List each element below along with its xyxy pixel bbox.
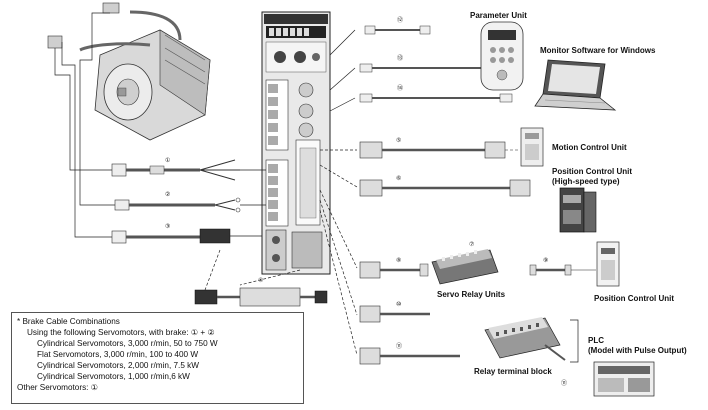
label-plc-model: (Model with Pulse Output)	[588, 346, 687, 355]
driver-display	[269, 28, 309, 36]
label-high-speed-type: (High-speed type)	[552, 177, 620, 186]
cable-2: ②	[114, 191, 241, 213]
cable-6: ⑥	[359, 175, 531, 197]
relay-terminal-block-number: ⑪	[561, 379, 567, 387]
label-parameter-unit: Parameter Unit	[470, 11, 527, 20]
label-plc: PLC	[588, 336, 604, 345]
relay-terminal-block	[484, 317, 566, 361]
cable-12-number: ⑫	[397, 16, 403, 24]
label-position-control-unit: Position Control Unit	[594, 294, 674, 303]
note-line-6: Other Servomotors: ①	[17, 383, 99, 392]
servomotor	[47, 2, 211, 141]
parameter-unit	[480, 21, 524, 91]
cable-4-number: ④	[258, 277, 263, 284]
cable-11-number: ⑪	[396, 342, 402, 350]
driver-ports	[265, 82, 323, 271]
cable-9: ⑨	[529, 257, 596, 276]
cable-2-number: ②	[165, 191, 170, 198]
position-control-unit	[596, 241, 620, 287]
label-motion-control-unit: Motion Control Unit	[552, 143, 627, 152]
driver-connections	[240, 29, 356, 206]
label-position-control-unit-hs: Position Control Unit	[552, 167, 632, 176]
note-line-1: Using the following Servomotors, with br…	[27, 328, 215, 337]
note-line-2: Cylindrical Servomotors, 3,000 r/min, 50…	[37, 339, 218, 348]
driver-terminal-block-upper	[265, 79, 289, 151]
brake-cable-note: * Brake Cable Combinations Using the fol…	[11, 312, 304, 404]
cable-14: ⑭	[359, 84, 513, 103]
cable-10-number: ⑩	[396, 301, 401, 308]
driver-dashed-connections	[204, 149, 358, 356]
servo-driver	[261, 11, 331, 275]
cable-1-number: ①	[165, 157, 170, 164]
cable-13-number: ⑬	[397, 54, 403, 62]
label-relay-terminal-block: Relay terminal block	[474, 367, 552, 376]
label-servo-relay-units: Servo Relay Units	[437, 290, 506, 299]
driver-terminal-block-lower	[265, 159, 289, 227]
servo-relay-unit	[431, 249, 499, 285]
cable-9-number: ⑨	[543, 257, 548, 264]
motion-control-unit	[520, 127, 544, 167]
servo-relay-unit-number: ⑦	[469, 241, 474, 248]
motor-wiring	[54, 12, 115, 238]
position-control-unit-high-speed	[559, 187, 597, 233]
cable-3-number: ③	[165, 223, 170, 230]
cable-12: ⑫	[364, 16, 431, 35]
cable-11: ⑪	[359, 342, 460, 365]
plc-bracket	[570, 319, 579, 363]
cable-14-number: ⑭	[397, 84, 403, 92]
cable-6-number: ⑥	[396, 175, 401, 182]
cable-1: ①	[111, 157, 240, 181]
cable-10: ⑩	[359, 301, 430, 323]
plc-unit	[593, 361, 655, 397]
cable-3: ③	[111, 223, 262, 244]
laptop	[534, 59, 617, 111]
cable-8: ⑧	[359, 257, 429, 279]
note-title: * Brake Cable Combinations	[17, 317, 120, 326]
note-line-5: Cylindrical Servomotors, 1,000 r/min,6 k…	[37, 372, 190, 381]
cable-4: ④	[194, 277, 328, 307]
cable-5-number: ⑤	[396, 137, 401, 144]
note-line-3: Flat Servomotors, 3,000 r/min, 100 to 40…	[37, 350, 199, 359]
note-line-4: Cylindrical Servomotors, 2,000 r/min, 7.…	[37, 361, 199, 370]
cable-8-number: ⑧	[396, 257, 401, 264]
label-monitor-software: Monitor Software for Windows	[540, 46, 656, 55]
cable-5: ⑤	[359, 137, 520, 159]
